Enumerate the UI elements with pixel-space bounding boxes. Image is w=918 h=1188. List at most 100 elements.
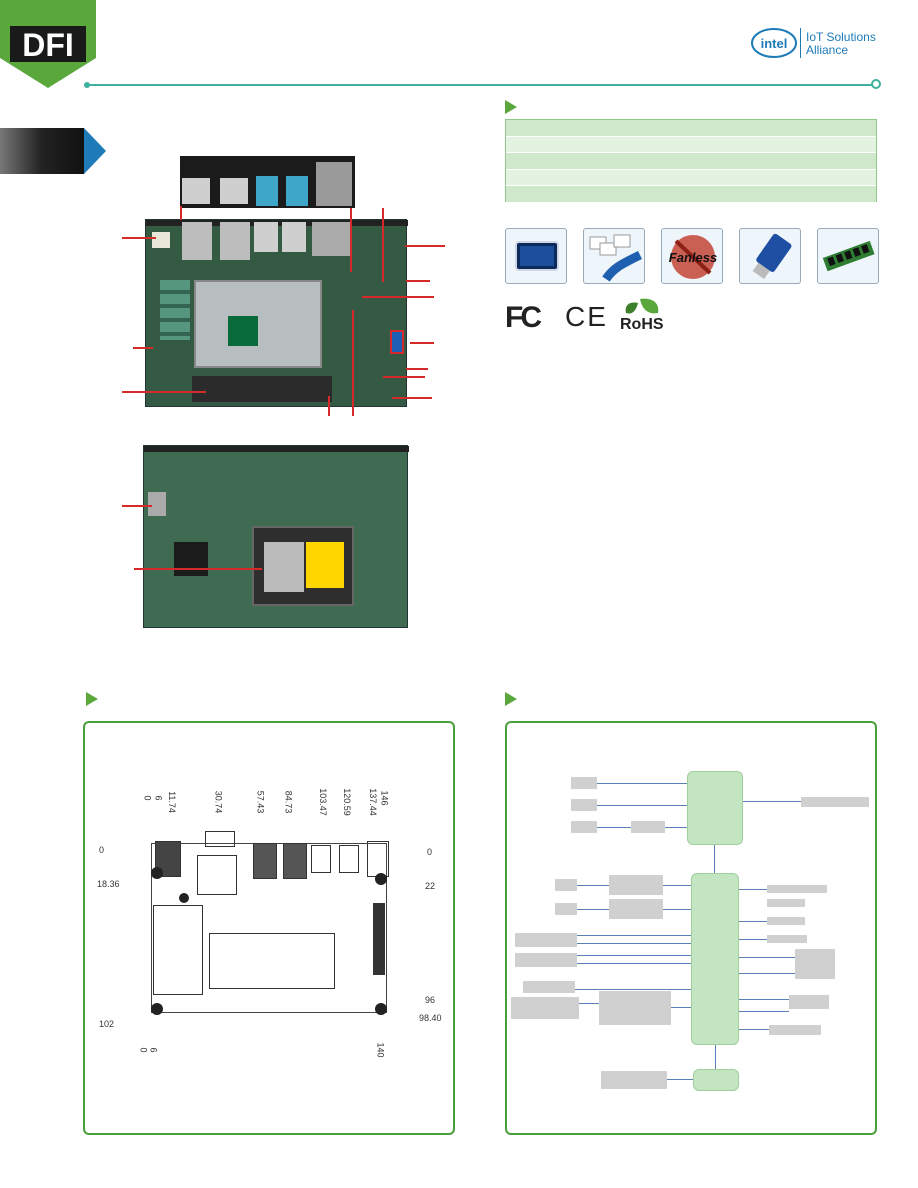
diagram-block <box>795 949 835 979</box>
diagram-block <box>523 981 575 993</box>
diagram-link <box>663 885 691 886</box>
diagram-link <box>743 801 801 802</box>
diagram-link <box>577 955 691 956</box>
alliance-text: IoT Solutions Alliance <box>806 31 876 57</box>
callout-line <box>133 347 153 349</box>
dim-label: 137.44 <box>367 788 378 816</box>
callout-line <box>328 396 330 416</box>
callout-line <box>383 376 425 378</box>
diagram-block <box>769 1025 821 1035</box>
diagram-link <box>739 1029 769 1030</box>
alliance-separator <box>800 28 801 58</box>
dimensions-panel: 0 6 11.74 30.74 57.43 84.73 103.47 120.5… <box>83 721 455 1135</box>
diagram-block <box>609 899 663 919</box>
diagram-block <box>571 777 597 789</box>
dim-label: 0 <box>142 795 153 801</box>
spec-row <box>506 120 876 137</box>
diagram-link <box>739 957 795 958</box>
diagram-link <box>739 889 767 890</box>
diagram-link <box>577 963 691 964</box>
callout-line <box>406 368 428 370</box>
diagram-link <box>577 885 609 886</box>
bottom-chip-block <box>693 1069 739 1091</box>
pch-block <box>691 873 739 1045</box>
dim-label: 11.74 <box>166 791 177 813</box>
fanless-icon: Fanless <box>661 228 723 284</box>
dim-label: 102 <box>99 1019 115 1029</box>
diagram-link <box>577 943 691 944</box>
usb-stick-icon <box>739 228 801 284</box>
callout-line <box>406 280 430 282</box>
callout-line <box>410 342 434 344</box>
diagram-block <box>511 997 579 1019</box>
spec-row <box>506 169 876 187</box>
diagram-link <box>575 989 691 990</box>
dim-label: 103.47 <box>317 788 328 816</box>
board-bottom-photo <box>143 445 409 628</box>
diagram-link <box>739 973 795 974</box>
diagram-block <box>767 935 807 943</box>
diagram-link <box>739 939 767 940</box>
dim-label: 96 <box>425 995 436 1005</box>
diagram-link <box>597 805 687 806</box>
diagram-link <box>739 1011 789 1012</box>
intel-logo: intel <box>751 28 797 58</box>
callout-line <box>122 237 156 239</box>
board-top-photo <box>145 219 408 407</box>
diagram-block <box>555 903 577 915</box>
top-dimension-labels: 0 6 11.74 30.74 57.43 84.73 103.47 120.5… <box>141 783 391 823</box>
io-panel-photo <box>180 156 355 208</box>
diagram-block <box>601 1071 667 1089</box>
dim-label: 6 <box>148 1047 159 1053</box>
diagram-block <box>599 991 671 1025</box>
dim-label: 57.43 <box>255 790 266 814</box>
callout-line <box>180 206 182 220</box>
diagram-link <box>577 909 609 910</box>
header-divider <box>86 84 876 86</box>
section-tab <box>0 128 106 174</box>
dim-label: 146 <box>379 790 390 806</box>
spec-table <box>505 119 877 203</box>
intel-logo-text: intel <box>761 36 788 51</box>
cpu-block <box>687 771 743 845</box>
rohs-leaf-icon <box>625 298 659 314</box>
fanless-label: Fanless <box>669 250 717 265</box>
diagram-link <box>715 1045 716 1069</box>
callout-line <box>352 310 354 416</box>
dfi-logo-text: DFI <box>22 27 74 63</box>
diagram-block <box>767 917 805 925</box>
dfi-logo: DFI <box>0 0 96 88</box>
rohs-mark: RoHS <box>620 316 664 333</box>
memory-module-icon <box>817 228 879 284</box>
block-diagram-section-arrow <box>505 692 517 706</box>
dim-label: 6 <box>153 795 164 801</box>
header-line-end <box>871 79 881 89</box>
diagram-link <box>739 999 789 1000</box>
diagram-block <box>631 821 665 833</box>
block-diagram-panel <box>505 721 877 1135</box>
callout-line <box>392 397 432 399</box>
callout-line <box>350 208 352 272</box>
alliance-line-2: Alliance <box>806 43 849 57</box>
diagram-link <box>671 1007 691 1008</box>
dim-label: 22 <box>425 881 436 891</box>
spec-row <box>506 153 876 170</box>
dim-label: 98.40 <box>419 1013 442 1023</box>
alliance-line-1: IoT Solutions <box>806 30 876 44</box>
diagram-link <box>714 845 715 873</box>
ce-mark: CE <box>565 301 608 332</box>
diagram-block <box>515 933 577 947</box>
diagram-link <box>739 921 767 922</box>
callout-line <box>122 391 206 393</box>
callout-line <box>382 208 384 282</box>
diagram-block <box>515 953 577 967</box>
diagram-block <box>555 879 577 891</box>
diagram-link <box>667 1079 693 1080</box>
diagram-link <box>663 909 691 910</box>
diagram-block <box>801 797 869 807</box>
fcc-mark: FC <box>505 301 542 334</box>
dim-label: 0 <box>99 845 105 855</box>
callout-line <box>362 296 434 298</box>
diagram-block <box>767 899 805 907</box>
diagram-block <box>609 875 663 895</box>
